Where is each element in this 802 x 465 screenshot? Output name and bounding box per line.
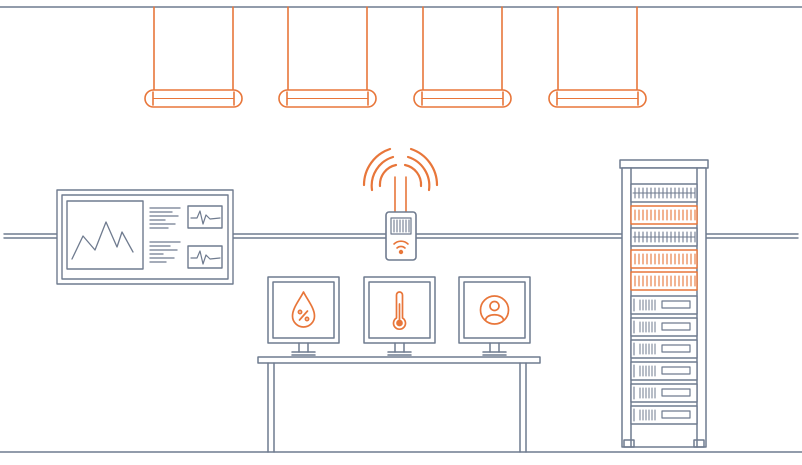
monitor <box>363 276 436 356</box>
ceiling-light-icon <box>413 6 512 108</box>
wall-dashboard-icon <box>56 189 234 285</box>
dashboard-line-chart <box>71 221 134 260</box>
rack-unit <box>630 183 698 203</box>
monitor <box>458 276 531 356</box>
dashboard-pulse-panel-top <box>187 205 223 229</box>
person-icon <box>479 295 510 325</box>
ceiling-light-icon <box>144 6 243 108</box>
rack-unit <box>630 383 698 403</box>
monitor <box>267 276 340 356</box>
rack-unit <box>630 405 698 425</box>
sensor-signal-icon <box>393 240 409 255</box>
rack-unit <box>630 227 698 247</box>
dashboard-text-lines <box>149 207 181 263</box>
dashboard-pulse-panel-bottom <box>187 245 223 269</box>
rack-unit <box>630 295 698 315</box>
rack-unit <box>630 339 698 359</box>
ceiling-light-icon <box>548 6 647 108</box>
humidity-icon <box>291 291 316 328</box>
rack-unit-alert <box>630 271 698 291</box>
rack-unit <box>630 317 698 337</box>
server-rack-icon <box>619 159 709 448</box>
wireless-sensor-icon <box>362 147 439 261</box>
rack-unit-alert <box>630 205 698 225</box>
rack-units <box>630 183 698 425</box>
rack-unit <box>630 361 698 381</box>
wifi-waves-icon <box>362 147 439 192</box>
ceiling-lights <box>144 6 647 108</box>
ceiling-light-icon <box>278 6 377 108</box>
thermometer-icon <box>392 291 407 331</box>
monitors <box>267 276 531 356</box>
desk <box>257 356 541 453</box>
rack-unit-alert <box>630 249 698 269</box>
